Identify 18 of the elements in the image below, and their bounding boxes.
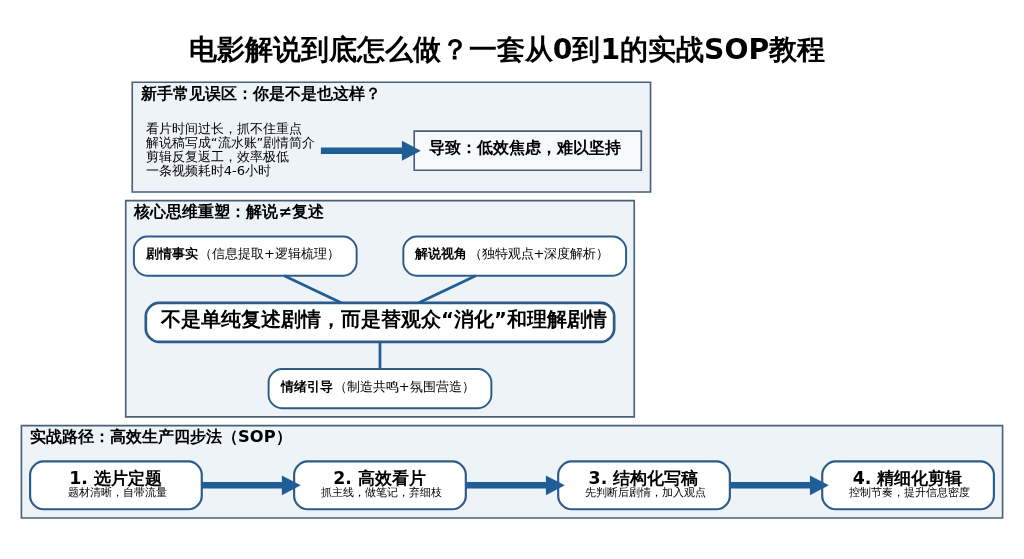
arrow bbox=[202, 474, 301, 495]
connector bbox=[418, 274, 477, 304]
diagram-title: 电影解说到底怎么做？一套从0到1的实战SOP教程 bbox=[188, 32, 826, 66]
node-box: 2. 高效看片 抓主线，做笔记，弃细枝 bbox=[293, 459, 467, 510]
node-box: 1. 选片定题 题材清晰，自带流量 bbox=[29, 459, 203, 510]
arrow bbox=[320, 140, 421, 161]
arrow bbox=[466, 474, 565, 495]
node-box: 剧情事实（信息提取+逻辑梳理） bbox=[132, 235, 358, 277]
node-text: 看片时间过长，抓不住重点 解说稿写成“流水账”剧情简介 剪辑反复返工，效率极低 一条视频耗时4-6小时 bbox=[145, 120, 316, 178]
node-box: 4. 精细化剪辑 控制节奏，提升信息密度 bbox=[821, 459, 995, 510]
arrow bbox=[730, 474, 829, 495]
connector bbox=[378, 341, 382, 369]
node-box: 情绪引导（制造共鸣+氛围营造） bbox=[267, 367, 493, 409]
connector bbox=[283, 274, 342, 304]
node-box: 3. 结构化写稿 先判断后剧情，加入观点 bbox=[557, 459, 731, 510]
node-box: 解说视角（独特观点+深度解析） bbox=[402, 235, 628, 277]
node-box: 不是单纯复述剧情，而是替观众“消化”和理解剧情 bbox=[144, 300, 616, 343]
node-box: 导致：低效焦虑，难以坚持 bbox=[413, 129, 643, 171]
